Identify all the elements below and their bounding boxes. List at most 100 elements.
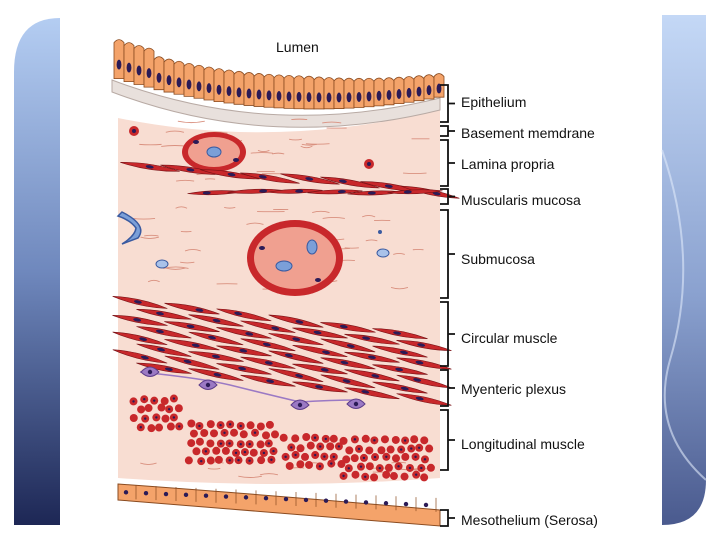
right-decorative-curve [661,149,707,481]
smooth-muscle-cell [188,331,244,346]
mesothelium-layer [117,483,441,527]
smooth-muscle-cell [136,326,192,339]
smooth-muscle-cell [112,331,168,346]
muscle-cell-cross-section [350,454,359,463]
cell-nucleus [226,86,232,97]
smooth-muscle-cell [307,189,363,195]
smooth-muscle-cell [372,381,428,394]
basement-membrane [111,79,441,128]
muscle-cell-cross-section [206,439,215,448]
smooth-muscle-cell [164,339,220,351]
label-mesothelium: Mesothelium (Serosa) [461,512,598,528]
fiber [175,206,188,209]
smooth-muscle-cell [280,173,340,185]
fiber [147,279,160,283]
smooth-muscle-cell [292,344,348,358]
smooth-muscle-cell [136,309,192,320]
muscle-cell-cross-section [384,463,393,472]
smooth-muscle-cell [396,340,452,351]
fiber [391,461,407,464]
label-epithelium: Epithelium [461,94,527,110]
fiber [246,222,264,225]
smooth-muscle-cell [240,338,296,352]
muscle-cell-cross-section [271,430,280,439]
smooth-muscle-cell [267,188,323,194]
label-basement-membrane: Basement memdrane [461,125,595,141]
left-gradient-band [14,18,60,525]
muscle-cell-cross-section [129,413,138,422]
muscle-cell-cross-section [377,446,386,455]
smooth-muscle-cell [216,308,272,322]
fiber [289,138,302,141]
muscle-cell-cross-section [345,446,354,455]
cell-nucleus [196,81,202,92]
muscle-cell-cross-section [365,446,374,455]
muscle-cell-cross-section [137,405,146,414]
smooth-muscle-cell [164,321,220,332]
cell-nucleus [266,90,272,101]
smooth-muscle-cell [216,327,272,339]
smooth-muscle-cell [320,357,376,370]
muscle-cell-cross-section [339,436,348,445]
fiber [144,234,159,237]
cell-nucleus [363,500,369,505]
cell-nucleus [306,92,312,103]
muscle-cell-cross-section [291,434,300,443]
muscle-cell-cross-section [285,461,294,470]
smooth-muscle-cell [292,381,348,393]
myenteric-plexus-neurons [139,366,366,410]
fiber [393,252,405,255]
mesothelium-cells [117,483,441,527]
fiber [250,152,273,154]
smooth-muscle-cell [112,315,168,326]
muscle-cell-cross-section [256,440,265,449]
muscle-cell-cross-section [195,437,204,446]
muscle-cell-cross-section [249,448,258,457]
muscle-cell-cross-section [361,434,370,443]
muscle-cell-cross-section [420,436,429,445]
fiber [180,261,195,264]
cell-nucleus [283,496,289,502]
fiber [322,216,345,219]
smooth-muscle-cell [164,355,220,370]
epithelial-cell [143,47,155,88]
cell-nucleus [183,492,189,498]
fiber [300,145,313,149]
cell-nucleus [163,491,169,497]
smooth-muscle-cell [344,351,400,363]
cell-nucleus [323,498,329,503]
cell-nucleus [116,59,122,70]
smooth-muscle-cell [240,172,300,184]
longitudinal-muscle-cells [129,394,435,482]
smooth-muscle-cell [188,314,244,327]
bracket-muscularis-mucosa [440,188,455,205]
label-longitudinal-muscle: Longitudinal muscle [461,436,585,452]
bracket-mesothelium [440,509,455,527]
muscle-cell-cross-section [296,460,305,469]
smooth-muscle-cell [120,162,180,172]
fiber [177,120,205,124]
smooth-muscle-cell [268,350,324,364]
label-submucosa: Submucosa [461,251,535,267]
muscle-cell-cross-section [206,420,215,429]
smooth-muscle-cell [268,368,324,383]
smooth-muscle-cell [112,296,168,309]
cell-nucleus [406,87,412,98]
muscle-cell-cross-section [187,439,196,448]
muscle-cell-cross-section [246,421,255,430]
smooth-muscle-cell [188,368,244,381]
muscle-cell-cross-section [187,419,196,428]
fiber [312,210,330,213]
cell-nucleus [203,493,209,498]
label-muscularis-mucosa: Muscularis mucosa [461,192,581,208]
smooth-muscle-cell [112,349,168,364]
muscle-cell-cross-section [166,422,175,431]
fiber [140,462,157,465]
bracket-circular-muscle [440,301,455,367]
layer-brackets [440,84,455,527]
cell-nucleus [176,77,182,88]
fiber [259,473,279,476]
fiber [140,236,160,240]
muscle-cell-cross-section [380,435,389,444]
smooth-muscle-cell [188,351,244,362]
